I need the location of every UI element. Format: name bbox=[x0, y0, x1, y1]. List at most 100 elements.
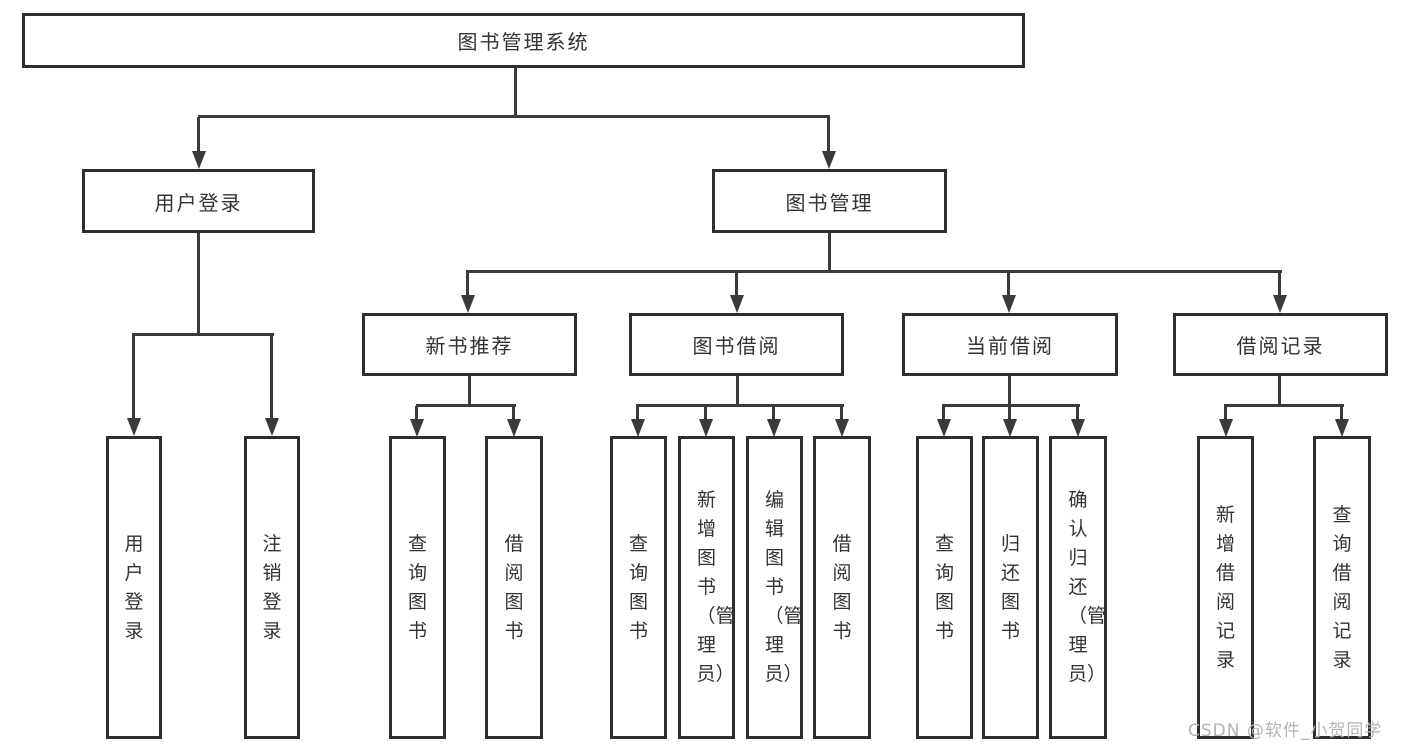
connector-root-bar bbox=[198, 115, 830, 118]
arrow-to-book-borrow bbox=[730, 272, 744, 313]
arrow-down-icon bbox=[507, 419, 521, 437]
node-borrow-records: 借阅记录 bbox=[1173, 313, 1388, 376]
arrow-borrow-2 bbox=[699, 406, 713, 437]
arrow-down-icon bbox=[1335, 419, 1349, 437]
arrow-to-new-book-recommend bbox=[461, 272, 475, 313]
arrow-down-icon bbox=[1003, 419, 1017, 437]
connector-current-stem bbox=[1008, 376, 1011, 406]
leaf-query-books-recommend-label: 查询图书 bbox=[407, 532, 427, 642]
connector-borrow-stem bbox=[736, 376, 739, 406]
connector-book-management-stem bbox=[828, 233, 831, 273]
node-new-book-recommend: 新书推荐 bbox=[362, 313, 577, 376]
node-book-management-label: 图书管理 bbox=[785, 190, 874, 215]
arrow-down-icon bbox=[730, 295, 744, 313]
arrow-recommend-2 bbox=[507, 406, 521, 437]
arrow-stem bbox=[415, 406, 418, 422]
node-book-borrow: 图书借阅 bbox=[629, 313, 844, 376]
leaf-edit-books-admin-label: 编辑图书（管理员） bbox=[764, 489, 803, 685]
arrow-to-book-management bbox=[822, 117, 836, 169]
node-borrow-records-label: 借阅记录 bbox=[1236, 334, 1325, 358]
leaf-logout: 注销登录 bbox=[244, 436, 300, 739]
arrow-records-2 bbox=[1335, 406, 1349, 437]
arrow-down-icon bbox=[835, 419, 849, 437]
arrow-current-3 bbox=[1071, 406, 1085, 437]
leaf-query-borrow-record-label: 查询借阅记录 bbox=[1332, 503, 1352, 671]
leaf-confirm-return-admin: 确认归还（管理员） bbox=[1049, 436, 1107, 739]
arrow-down-icon bbox=[1071, 419, 1085, 437]
connector-recommend-stem bbox=[468, 376, 471, 406]
arrow-stem bbox=[512, 406, 515, 422]
arrow-down-icon bbox=[937, 419, 951, 437]
arrow-stem bbox=[270, 335, 273, 421]
arrow-down-icon bbox=[1219, 419, 1233, 437]
arrow-down-icon bbox=[822, 151, 836, 169]
node-root-label: 图书管理系统 bbox=[457, 30, 590, 54]
arrow-down-icon bbox=[192, 151, 206, 169]
arrow-records-1 bbox=[1219, 406, 1233, 437]
arrow-stem bbox=[466, 272, 469, 298]
arrow-down-icon bbox=[461, 295, 475, 313]
arrow-to-leaf-user-login bbox=[127, 335, 141, 436]
connector-book-management-bar bbox=[466, 270, 1282, 273]
arrow-stem bbox=[636, 406, 639, 422]
leaf-user-login-label: 用户登录 bbox=[124, 532, 144, 642]
arrow-down-icon bbox=[1273, 295, 1287, 313]
arrow-stem bbox=[942, 406, 945, 422]
arrow-stem bbox=[1224, 406, 1227, 422]
node-user-login-label: 用户登录 bbox=[154, 190, 243, 215]
node-current-borrow: 当前借阅 bbox=[902, 313, 1118, 376]
arrow-stem bbox=[132, 335, 135, 421]
leaf-user-login: 用户登录 bbox=[106, 436, 162, 739]
arrow-borrow-3 bbox=[767, 406, 781, 437]
arrow-stem bbox=[197, 117, 200, 154]
node-root: 图书管理系统 bbox=[22, 13, 1025, 68]
leaf-borrow-books-recommend-label: 借阅图书 bbox=[504, 532, 524, 642]
arrow-current-1 bbox=[937, 406, 951, 437]
arrow-stem bbox=[1340, 406, 1343, 422]
arrow-down-icon bbox=[410, 419, 424, 437]
arrow-down-icon bbox=[631, 419, 645, 437]
leaf-query-books-borrow-label: 查询图书 bbox=[628, 532, 648, 642]
connector-current-bar bbox=[942, 404, 1080, 407]
arrow-stem bbox=[1076, 406, 1079, 422]
leaf-confirm-return-admin-label: 确认归还（管理员） bbox=[1068, 489, 1107, 685]
arrow-to-current-borrow bbox=[1002, 272, 1016, 313]
leaf-query-borrow-record: 查询借阅记录 bbox=[1313, 436, 1371, 739]
connector-borrow-bar bbox=[636, 404, 844, 407]
arrow-stem bbox=[704, 406, 707, 422]
arrow-down-icon bbox=[265, 418, 279, 436]
leaf-add-books-admin: 新增图书（管理员） bbox=[678, 436, 735, 739]
leaf-borrow-books-label: 借阅图书 bbox=[832, 532, 852, 642]
leaf-borrow-books-recommend: 借阅图书 bbox=[485, 436, 543, 739]
node-book-borrow-label: 图书借阅 bbox=[692, 334, 781, 358]
arrow-stem bbox=[772, 406, 775, 422]
connector-root-stem bbox=[514, 68, 517, 117]
leaf-query-books-current-label: 查询图书 bbox=[934, 532, 954, 642]
node-user-login: 用户登录 bbox=[82, 169, 315, 233]
arrow-recommend-1 bbox=[410, 406, 424, 437]
leaf-edit-books-admin: 编辑图书（管理员） bbox=[746, 436, 803, 739]
arrow-stem bbox=[735, 272, 738, 298]
arrow-borrow-1 bbox=[631, 406, 645, 437]
arrow-to-borrow-records bbox=[1273, 272, 1287, 313]
connector-records-bar bbox=[1224, 404, 1344, 407]
node-current-borrow-label: 当前借阅 bbox=[966, 334, 1054, 358]
arrow-down-icon bbox=[1002, 295, 1016, 313]
csdn-watermark: CSDN @软件_小贺同学 bbox=[1188, 721, 1383, 741]
arrow-borrow-4 bbox=[835, 406, 849, 437]
node-book-management: 图书管理 bbox=[712, 169, 947, 233]
leaf-borrow-books: 借阅图书 bbox=[813, 436, 871, 739]
arrow-to-user-login bbox=[192, 117, 206, 169]
arrow-down-icon bbox=[127, 418, 141, 436]
connector-records-stem bbox=[1278, 376, 1281, 406]
arrow-stem bbox=[827, 117, 830, 154]
leaf-query-books-borrow: 查询图书 bbox=[610, 436, 667, 739]
arrow-down-icon bbox=[699, 419, 713, 437]
leaf-logout-label: 注销登录 bbox=[262, 532, 282, 642]
arrow-stem bbox=[1008, 406, 1011, 422]
connector-user-login-stem bbox=[197, 233, 200, 335]
arrow-current-2 bbox=[1003, 406, 1017, 437]
leaf-query-books-recommend: 查询图书 bbox=[389, 436, 446, 739]
connector-recommend-bar bbox=[416, 404, 516, 407]
leaf-add-borrow-record: 新增借阅记录 bbox=[1197, 436, 1254, 739]
